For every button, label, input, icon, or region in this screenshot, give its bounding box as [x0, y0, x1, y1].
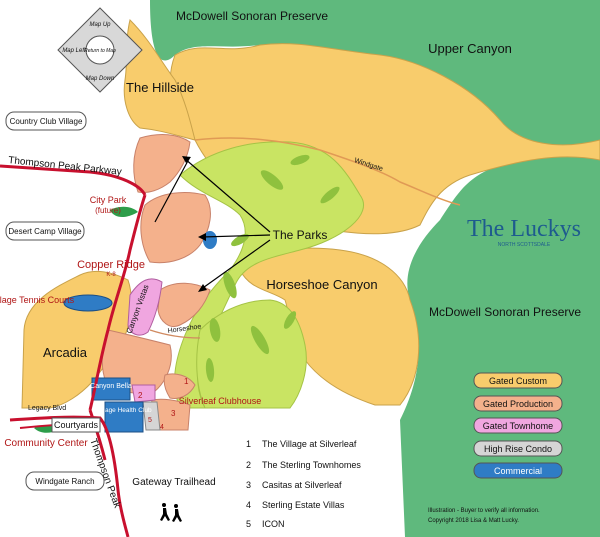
copper-ridge-label: Copper Ridge [77, 259, 145, 271]
list-item-3: Casitas at Silverleaf [262, 480, 342, 490]
list-number-5: 5 [246, 519, 251, 529]
legend-high-rise-condo-label: High Rise Condo [484, 444, 552, 454]
parks-arrowheads [182, 156, 207, 292]
city-park-note: (future) [95, 206, 121, 215]
silverleaf-clubhouse-label: Silverleaf Clubhouse [179, 396, 262, 406]
country-club-label: Country Club Village [10, 117, 83, 126]
preserve-north-label: McDowell Sonoran Preserve [176, 9, 328, 23]
map-up-label[interactable]: Map Up [89, 22, 111, 28]
village-health-club-area [104, 401, 144, 433]
legend-commercial [473, 462, 563, 479]
horseshoe-label: Horseshoe [167, 323, 202, 335]
return-to-map-label[interactable]: Return to Map [84, 48, 116, 54]
parcel-number-1: 1 [184, 377, 189, 386]
preserve-east-area [400, 140, 600, 537]
legend-gated-production [473, 395, 563, 412]
gateway-trailhead-label: Gateway Trailhead [132, 477, 215, 488]
golf-course-south [196, 299, 307, 409]
courtyards-box [51, 417, 101, 433]
brand-tagline: NORTH SCOTTSDALE [498, 242, 551, 248]
list-number-2: 2 [246, 460, 251, 470]
lake [203, 231, 217, 249]
parks-arrows [154, 156, 271, 291]
village-tennis-label: Village Tennis Courts [0, 295, 75, 305]
list-item-4: Sterling Estate Villas [262, 500, 345, 510]
country-club-box[interactable] [5, 111, 87, 131]
list-number-4: 4 [246, 500, 251, 510]
windgate-ranch-label: Windgate Ranch [35, 477, 94, 486]
roads [0, 137, 461, 537]
legend-high-rise-condo [473, 440, 563, 457]
map-down-label[interactable]: Map Down [86, 76, 115, 82]
legacy-blvd-label: Legacy Blvd [28, 405, 66, 412]
legend-gated-townhome-label: Gated Townhome [483, 421, 553, 431]
arcadia-label: Arcadia [43, 345, 88, 360]
production-parcels [101, 134, 211, 431]
thompson-peak-parkway-label: Thompson Peak Parkway [8, 155, 122, 178]
parcel-number-4: 4 [160, 424, 164, 431]
map-nav-center[interactable] [85, 35, 115, 65]
list-item-1: The Village at Silverleaf [262, 439, 357, 449]
list-item-5: ICON [262, 519, 285, 529]
courtyards-label: Courtyards [54, 420, 99, 430]
list-item-2: The Sterling Townhomes [262, 460, 361, 470]
legend: Gated Custom Gated Production Gated Town… [473, 372, 563, 479]
footer-disclaimer: Illustration - Buyer to verify all infor… [428, 508, 540, 514]
parcel-number-2: 2 [138, 391, 143, 400]
desert-camp-box[interactable] [5, 221, 85, 241]
preserve-north-area [150, 0, 600, 145]
hiker-icon [160, 503, 182, 522]
canyon-vistas-area [127, 278, 163, 336]
city-park-area [110, 206, 138, 217]
legend-commercial-label: Commercial [494, 466, 542, 476]
canyon-bella-area [91, 377, 131, 401]
horseshoe-canyon-label: Horseshoe Canyon [266, 277, 377, 292]
legend-gated-custom-label: Gated Custom [489, 376, 547, 386]
village-health-club-label: Village Health Club [96, 407, 152, 414]
sterling-townhomes-area [131, 384, 156, 403]
desert-camp-label: Desert Camp Village [8, 227, 82, 236]
preserve-east-label: McDowell Sonoran Preserve [429, 305, 581, 319]
brand-name: The Luckys [467, 216, 581, 242]
parcel-number-5: 5 [148, 417, 152, 424]
legend-gated-townhome [473, 417, 563, 434]
fairways [205, 154, 340, 382]
footer-copyright: Copyright 2018 Lisa & Matt Lucky. [428, 518, 519, 524]
legend-gated-custom [473, 372, 563, 389]
city-park-label: City Park [90, 195, 127, 205]
list-number-3: 3 [246, 480, 251, 490]
parcel-number-3: 3 [171, 409, 176, 418]
village-tennis-courts-marker [63, 294, 113, 312]
legend-gated-production-label: Gated Production [483, 399, 553, 409]
high-rise-condo-area [142, 401, 161, 431]
list-number-1: 1 [246, 439, 251, 449]
copper-ridge-grades: K-8 [106, 272, 116, 278]
community-center-label: Community Center [4, 438, 88, 449]
canyon-bella-label: Canyon Bella [90, 383, 132, 390]
windgate-ranch-box[interactable] [25, 471, 105, 491]
map-nav: Map Up Map Left Return to Map Map Down [57, 7, 143, 93]
horseshoe-canyon-area [239, 247, 420, 406]
hillside-label: The Hillside [126, 80, 194, 95]
upper-canyon-label: Upper Canyon [428, 41, 512, 56]
numbered-list: 1 The Village at Silverleaf 2 The Sterli… [246, 439, 361, 529]
the-parks-label: The Parks [273, 228, 328, 242]
map-left-label[interactable]: Map Left [62, 48, 86, 54]
